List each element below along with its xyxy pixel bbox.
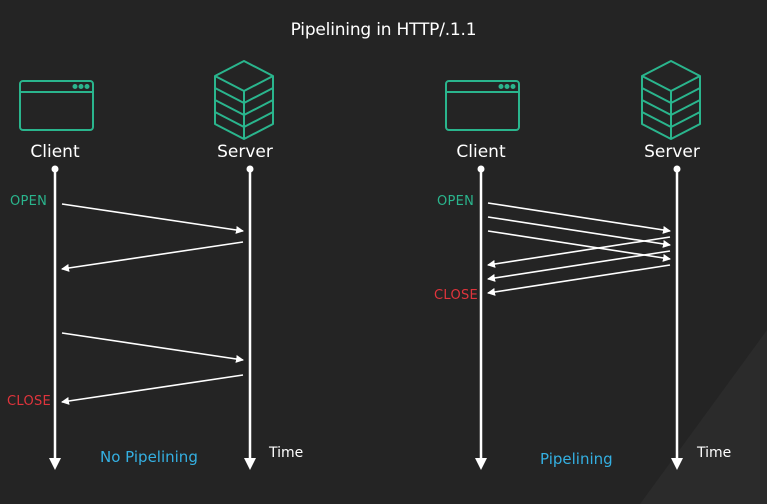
time-label: Time — [697, 445, 732, 461]
open-label: OPEN — [10, 194, 48, 209]
client-label: Client — [456, 142, 506, 162]
response-arrow-1 — [61, 241, 244, 272]
server-stack-icon — [641, 60, 701, 140]
close-label: CLOSE — [434, 288, 479, 303]
request-arrow-1 — [61, 203, 244, 234]
server-stack-icon — [214, 60, 274, 140]
client-lifeline — [475, 165, 487, 470]
response-arrow-3 — [487, 264, 671, 296]
close-label: CLOSE — [7, 394, 52, 409]
server-label: Server — [217, 142, 273, 162]
response-arrow-2 — [487, 250, 671, 282]
server-lifeline — [671, 165, 683, 470]
browser-window-icon — [19, 80, 94, 131]
client-label: Client — [30, 142, 80, 162]
open-label: OPEN — [437, 194, 475, 209]
pipelining-caption: Pipelining — [540, 450, 613, 468]
request-arrow-1 — [487, 202, 671, 234]
request-arrow-2 — [487, 216, 671, 248]
no-pipelining-caption: No Pipelining — [100, 448, 198, 466]
response-arrow-1 — [487, 236, 671, 268]
server-lifeline — [244, 165, 256, 470]
response-arrow-2 — [61, 374, 244, 405]
client-lifeline — [49, 165, 61, 470]
browser-window-icon — [445, 80, 520, 131]
request-arrow-3 — [487, 230, 671, 262]
time-label: Time — [269, 445, 304, 461]
request-arrow-2 — [61, 332, 244, 363]
server-label: Server — [644, 142, 700, 162]
diagram-title: Pipelining in HTTP/.1.1 — [290, 20, 477, 40]
